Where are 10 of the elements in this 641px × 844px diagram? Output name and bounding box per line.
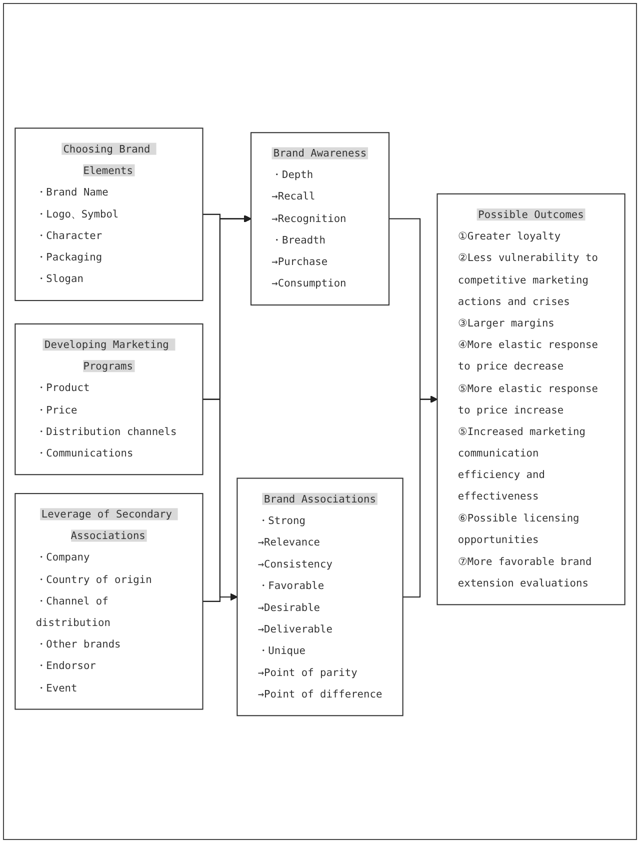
node-box (236, 477, 404, 716)
node-box (436, 192, 626, 605)
arrow (202, 214, 252, 602)
arrow (202, 592, 238, 602)
node-box (14, 492, 204, 710)
node-box (250, 132, 390, 306)
arrow (402, 395, 438, 598)
node-box (14, 323, 204, 475)
node-box (14, 127, 204, 301)
diagram-frame: Choosing Brand Elements ・Brand Name ・Logo、Symbol ・Character ・Packaging ・Slogan Developing Marketing Programs ・Product ・Price ・Distribution channels ・Communications Leverage of Secondary Associations ・Company ・Country of origin ・Channel of distribution ・Other brands ・Endorsor ・Event Brand Awareness ・Depth →Recall →Recognition ・Breadth →Purchase →Consumption Brand Associations ・Strong →Relevance →Consistency ・Favorable →Desirable →Deliverable ・Unique →Point of parity →Point of difference Possible Outcomes ①Greater loyalty ②Less vulnerability to competitive marketing actions and crises ③Larger margins ④More elastic response to price decrease ⑤More elastic response to price increase ⑤Increased marketing communication efficiency and effectiveness ⑥Possible licensing opportunities ⑦More favorable brand extension evaluations (3, 3, 637, 840)
